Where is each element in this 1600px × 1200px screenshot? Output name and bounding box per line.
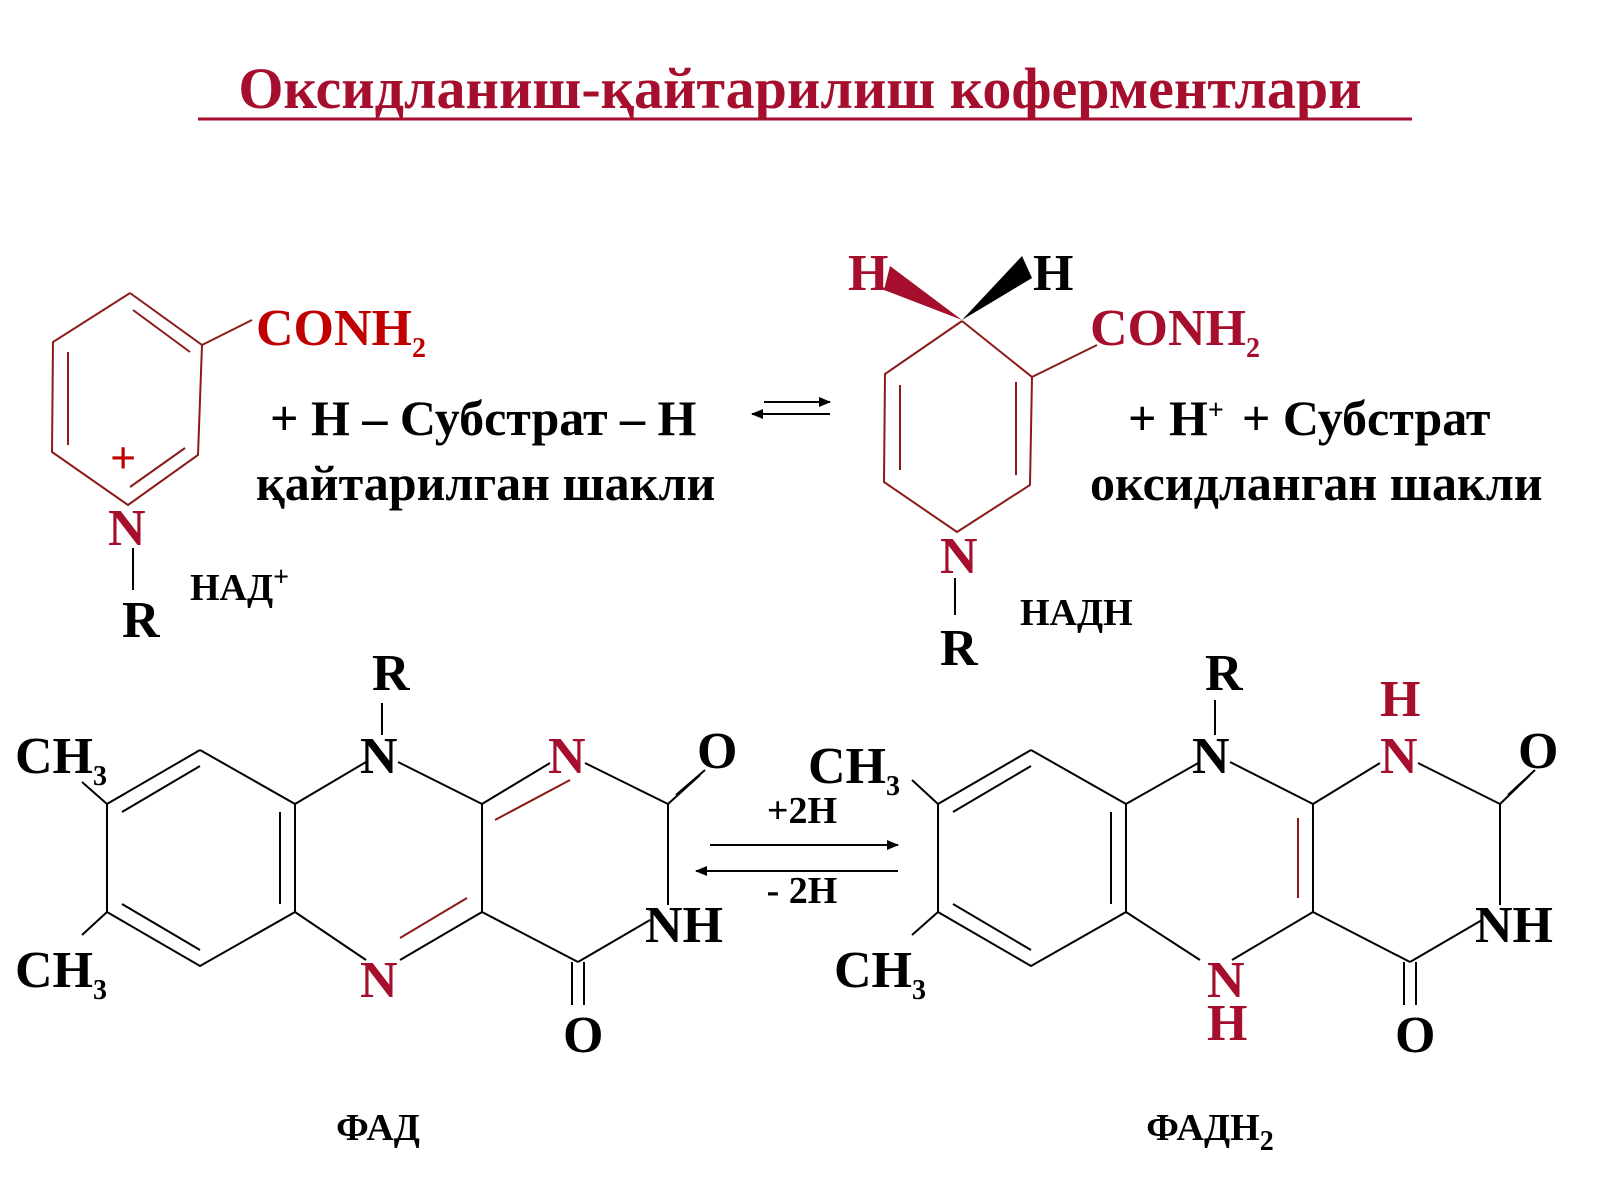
fadh2-nitrogen-5: N <box>1207 952 1245 1009</box>
nad-charge: + <box>110 432 136 483</box>
nad-amide-group: CONH2 <box>256 300 426 364</box>
fadh2-oxygen-bottom: O <box>1395 1007 1435 1064</box>
nadh-hydrogen-left: H <box>848 245 888 302</box>
nadh-label: НАДН <box>1020 592 1133 634</box>
fad-ring-system <box>81 703 706 1005</box>
fadh2-imide: NH <box>1475 897 1553 954</box>
fad-substituent: R <box>372 645 411 702</box>
fadh2-oxygen-top: O <box>1518 723 1558 780</box>
fadh2-ring-system <box>911 700 1536 1005</box>
nad-label: НАД+ <box>190 562 289 609</box>
reduced-form-label: қайтарилган шакли <box>256 455 715 511</box>
nad-substituent: R <box>122 592 161 649</box>
equilibrium-arrow-top <box>751 397 831 419</box>
backward-arrow-label: - 2H <box>767 870 838 912</box>
fad-methyl-2: CH3 <box>15 942 107 1006</box>
oxidized-substrate-text: + H++ Субстрат <box>1128 390 1491 446</box>
nadh-nitrogen: N <box>940 528 978 585</box>
fad-nitrogen-10: N <box>360 728 398 785</box>
nad-ring <box>50 292 253 590</box>
fadh2-methyl-1: CH3 <box>808 738 900 802</box>
nad-nitrogen: N <box>108 500 146 557</box>
fadh2-hydrogen-1: H <box>1380 671 1420 728</box>
fad-nitrogen-5: N <box>360 952 398 1009</box>
fad-methyl-1: CH3 <box>15 728 107 792</box>
page-title: Оксидланиш-қайтарилиш коферментлари <box>238 56 1361 121</box>
fad-nitrogen-1: N <box>548 728 586 785</box>
reduced-substrate-text: + H – Субстрат – H <box>270 390 697 446</box>
fadh2-nitrogen-1: N <box>1380 728 1418 785</box>
nadh-substituent: R <box>940 620 979 677</box>
fad-imide: NH <box>645 897 723 954</box>
fadh2-label: ФАДН2 <box>1146 1107 1273 1157</box>
fadh2-methyl-2: CH3 <box>834 942 926 1006</box>
fadh2-substituent: R <box>1205 645 1244 702</box>
fadh2-hydrogen-5: H <box>1207 995 1247 1052</box>
fadh2-nitrogen-10: N <box>1192 728 1230 785</box>
fad-label: ФАД <box>336 1107 420 1149</box>
fad-oxygen-bottom: O <box>563 1007 603 1064</box>
nadh-hydrogen-right: H <box>1033 245 1073 302</box>
nadh-ring <box>882 256 1098 615</box>
oxidized-form-label: оксидланган шакли <box>1090 455 1543 511</box>
nadh-amide-group: CONH2 <box>1090 300 1260 364</box>
forward-arrow-label: +2H <box>767 790 837 832</box>
fad-oxygen-top: O <box>697 723 737 780</box>
